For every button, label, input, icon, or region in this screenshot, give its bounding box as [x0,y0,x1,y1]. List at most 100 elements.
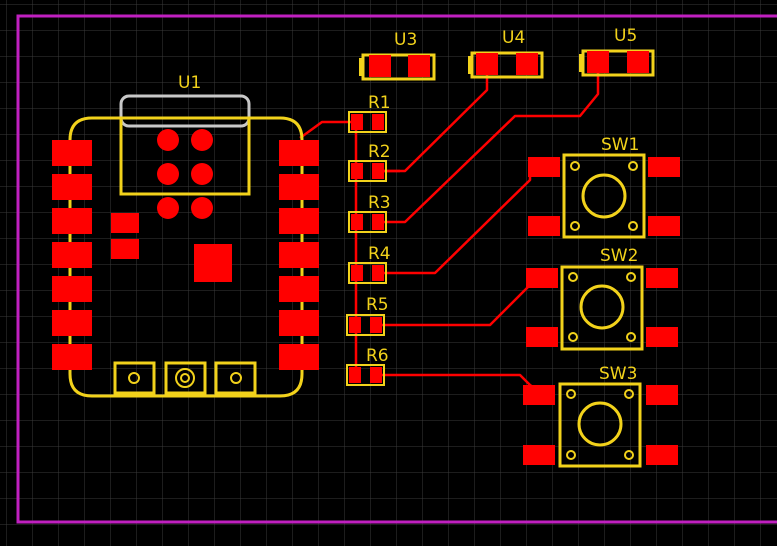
u1-round-pad [191,197,213,219]
r2-outline [348,160,387,182]
r5-outline [346,314,385,336]
u1-round-pad [157,129,179,151]
u1-pad [279,242,319,268]
u1-pad [52,242,92,268]
r3-label: R3 [368,193,391,213]
sw2-label: SW2 [600,246,638,266]
sw3-pad [646,385,678,405]
resistor-r5[interactable]: R5 [346,295,389,336]
r6-pad [370,367,382,383]
resistor-r6[interactable]: R6 [346,346,389,386]
u5-pad [627,51,649,73]
resistor-r3[interactable]: R3 [348,193,391,233]
r6-pad [349,367,361,383]
u1-pad [52,344,92,370]
board-outline [16,14,777,524]
resistor-r2[interactable]: R2 [348,142,391,182]
u5-label: U5 [614,26,637,46]
u1-pad [279,344,319,370]
trace-r3-u5 [378,66,600,224]
u1-bottom-connector [113,361,257,395]
switch-sw2[interactable]: SW2 [526,246,678,351]
u1-pad [52,208,92,234]
r2-pad [372,163,384,179]
u1-pad [279,208,319,234]
u1-usb-outline [119,116,251,196]
u1-pad [52,276,92,302]
r5-pad [370,317,382,333]
u4-label: U4 [502,28,525,48]
u3-label: U3 [394,30,417,50]
u1-round-pad [157,163,179,185]
r3-pad [372,214,384,230]
r3-outline [348,211,387,233]
u1-smd-pad [111,239,139,259]
u3-component[interactable]: U3 [359,30,436,81]
u1-smd-pad [111,213,139,233]
u1-usb-keepout [119,94,251,128]
sw3-actuator [577,401,623,447]
u1-pad [279,310,319,336]
r2-pad [351,163,363,179]
r6-outline [346,364,385,386]
sw2-outline [560,265,644,351]
r4-pad [372,265,384,281]
sw1-pad [528,216,560,236]
sw1-pad [648,216,680,236]
u5-component[interactable]: U5 [579,26,655,77]
sw2-pad [526,327,558,347]
u1-pad [279,140,319,166]
sw3-pad [646,445,678,465]
u1-round-pad [191,129,213,151]
r4-label: R4 [368,244,391,264]
r5-pad [349,317,361,333]
sw1-label: SW1 [601,135,639,155]
u1-outline [68,116,304,398]
u1-pad [52,174,92,200]
u4-pad [476,53,498,75]
sw2-pad [646,268,678,288]
sw3-pad [523,445,555,465]
u1-label: U1 [178,73,201,93]
u1-module[interactable]: U1 [52,73,319,398]
switch-sw1[interactable]: SW1 [528,135,680,239]
r1-pad [372,114,384,130]
u4-pin1-marker [468,56,473,74]
resistor-r4[interactable]: R4 [348,244,391,284]
u3-pad [369,55,391,77]
u1-thermal-pad [194,244,232,282]
sw2-pad [646,327,678,347]
sw1-outline [562,153,646,239]
u1-pad [279,174,319,200]
r1-label: R1 [368,93,391,113]
u4-component[interactable]: U4 [468,28,544,79]
r1-outline [348,111,387,133]
switch-sw3[interactable]: SW3 [523,364,678,468]
sw1-actuator [581,173,627,219]
u5-pad [587,51,609,73]
r1-pad [351,114,363,130]
sw3-label: SW3 [599,364,637,384]
sw2-pad [526,268,558,288]
u4-pad [516,53,538,75]
r4-outline [348,262,387,284]
sw3-outline [558,382,642,468]
sw2-actuator [579,284,625,330]
u1-round-pad [191,163,213,185]
u1-pad [52,310,92,336]
u1-round-pad [157,197,179,219]
r2-label: R2 [368,142,391,162]
u5-pin1-marker [579,54,584,72]
sw1-pad [648,157,680,177]
r6-label: R6 [366,346,389,366]
r5-label: R5 [366,295,389,315]
resistor-r1[interactable]: R1 [348,93,391,133]
sw3-pad [523,385,555,405]
u3-pin1-marker [359,58,364,76]
r4-pad [351,265,363,281]
u3-pad [408,55,430,77]
u1-pad [279,276,319,302]
r3-pad [351,214,363,230]
u1-pad [52,140,92,166]
